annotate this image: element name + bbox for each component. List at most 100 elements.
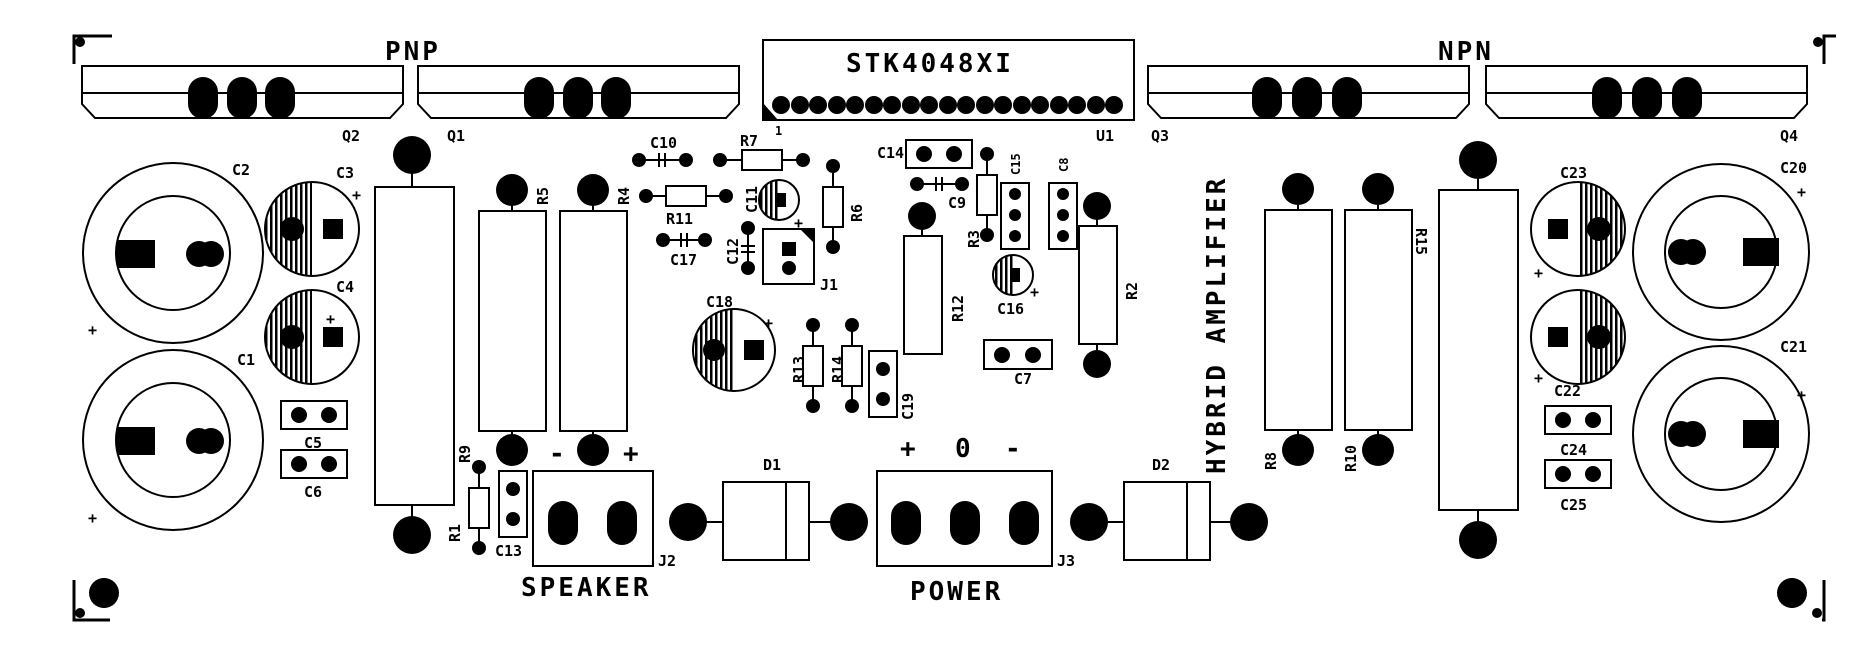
- r7-label: R7: [740, 132, 758, 150]
- c14-label: C14: [877, 144, 904, 162]
- capacitor-c8: C8: [1048, 158, 1078, 250]
- c16-plus: +: [1030, 283, 1039, 301]
- c12-label: C12: [724, 238, 742, 265]
- c6-label: C6: [304, 483, 322, 501]
- power-plus: +: [900, 434, 919, 464]
- capacitor-c20: C20 +: [1632, 159, 1810, 341]
- resistor-r2: R2: [1078, 192, 1141, 378]
- resistor-r9-long: [374, 136, 455, 554]
- c13-label: C13: [495, 542, 522, 560]
- q2-label: Q2: [342, 127, 360, 145]
- capacitor-c18: C18 +: [692, 293, 776, 392]
- corner-marks: [72, 34, 1836, 622]
- u1-label: U1: [1096, 127, 1114, 145]
- capacitor-c15: C15: [1000, 153, 1030, 250]
- resistor-r1: R9 R1: [446, 445, 490, 555]
- transistor-q2: Q2: [81, 65, 404, 145]
- speaker-label: SPEAKER: [521, 573, 652, 603]
- transistor-q1: Q1: [417, 65, 740, 145]
- resistor-r6: R6: [822, 159, 866, 254]
- power-minus: -: [1005, 434, 1024, 464]
- power-label: POWER: [910, 577, 1003, 607]
- c4-plus: +: [326, 310, 335, 328]
- j2-label: J2: [658, 552, 676, 570]
- resistor-r4: R4: [559, 174, 633, 466]
- r11-label: R11: [666, 210, 693, 228]
- capacitor-c24: C24: [1544, 405, 1612, 459]
- resistor-r5: R5: [478, 174, 552, 466]
- r14-label: R14: [829, 356, 847, 383]
- speaker-minus: -: [549, 439, 568, 469]
- c18-label: C18: [706, 293, 733, 311]
- capacitor-c12: C12: [724, 221, 755, 275]
- resistor-r13: R13: [790, 318, 824, 413]
- capacitor-c19: C19: [868, 350, 917, 420]
- power-zero: 0: [955, 434, 974, 464]
- c24-label: C24: [1560, 441, 1587, 459]
- d1-label: D1: [763, 456, 781, 474]
- capacitor-c13: C13: [495, 470, 528, 560]
- c21-plus: +: [1797, 386, 1806, 404]
- r9-label: R9: [456, 445, 474, 463]
- c3-label: C3: [336, 164, 354, 182]
- r6-label: R6: [848, 204, 866, 222]
- c18-plus: +: [764, 314, 773, 332]
- transistor-q3: Q3: [1147, 65, 1470, 145]
- capacitor-c14: C14: [877, 139, 973, 169]
- j3-label: J3: [1057, 552, 1075, 570]
- c9-label: C9: [948, 194, 966, 212]
- c2-plus: +: [88, 321, 97, 339]
- c2-label: C2: [232, 161, 250, 179]
- c11-plus: +: [794, 214, 803, 232]
- board-title: HYBRID AMPLIFIER: [1202, 176, 1232, 474]
- capacitor-c9: C9: [910, 177, 969, 212]
- c10-label: C10: [650, 134, 677, 152]
- resistor-r10: R10: [1342, 173, 1413, 472]
- c8-label: C8: [1057, 158, 1071, 172]
- resistor-r8: R8: [1262, 173, 1333, 470]
- pnp-label: PNP: [385, 37, 441, 67]
- resistor-r7: R7: [713, 132, 810, 171]
- capacitor-c7: C7: [983, 339, 1053, 388]
- capacitor-c22: + C22: [1530, 289, 1626, 400]
- c15-label: C15: [1009, 153, 1023, 175]
- capacitor-c10: C10: [632, 134, 693, 167]
- resistor-r12: R12: [903, 202, 967, 355]
- r12-label: R12: [949, 295, 967, 322]
- c5-label: C5: [304, 434, 322, 452]
- capacitor-c21: C21 +: [1632, 338, 1810, 523]
- c25-label: C25: [1560, 496, 1587, 514]
- mounting-hole-bottom-right: [1777, 578, 1807, 608]
- r4-label: R4: [615, 187, 633, 205]
- c1-label: C1: [237, 351, 255, 369]
- capacitor-c11: + C11: [743, 179, 803, 232]
- mounting-hole-bottom-left: [89, 578, 119, 608]
- c11-label: C11: [743, 186, 761, 213]
- capacitor-c3: C3 +: [264, 164, 361, 277]
- r15-label: R15: [1412, 228, 1430, 255]
- ic-name: STK4048XI: [846, 49, 1014, 79]
- ic-stk4048xi: STK4048XI 1 U1: [762, 39, 1135, 145]
- connector-j1: J1: [762, 228, 838, 294]
- capacitor-c1: C1 +: [82, 349, 264, 531]
- c17-label: C17: [670, 251, 697, 269]
- d2-label: D2: [1152, 456, 1170, 474]
- capacitor-c2: C2 +: [82, 161, 264, 344]
- c16-label: C16: [997, 300, 1024, 318]
- diode-d2: D2: [1070, 456, 1268, 561]
- connector-j3-power: J3 POWER + 0 -: [876, 434, 1075, 607]
- r8-label: R8: [1262, 452, 1280, 470]
- q3-label: Q3: [1151, 127, 1169, 145]
- capacitor-c5: C5: [280, 400, 348, 452]
- r1-label: R1: [446, 524, 464, 542]
- diode-d1: D1: [669, 456, 868, 561]
- capacitor-c4: C4 +: [264, 278, 360, 385]
- c1-plus: +: [88, 509, 97, 527]
- c20-plus: +: [1797, 183, 1806, 201]
- r10-label: R10: [1342, 445, 1360, 472]
- c7-label: C7: [1014, 370, 1032, 388]
- c4-label: C4: [336, 278, 354, 296]
- r2-label: R2: [1123, 282, 1141, 300]
- c22-plus: +: [1534, 369, 1543, 387]
- resistor-r3: R3: [965, 147, 998, 248]
